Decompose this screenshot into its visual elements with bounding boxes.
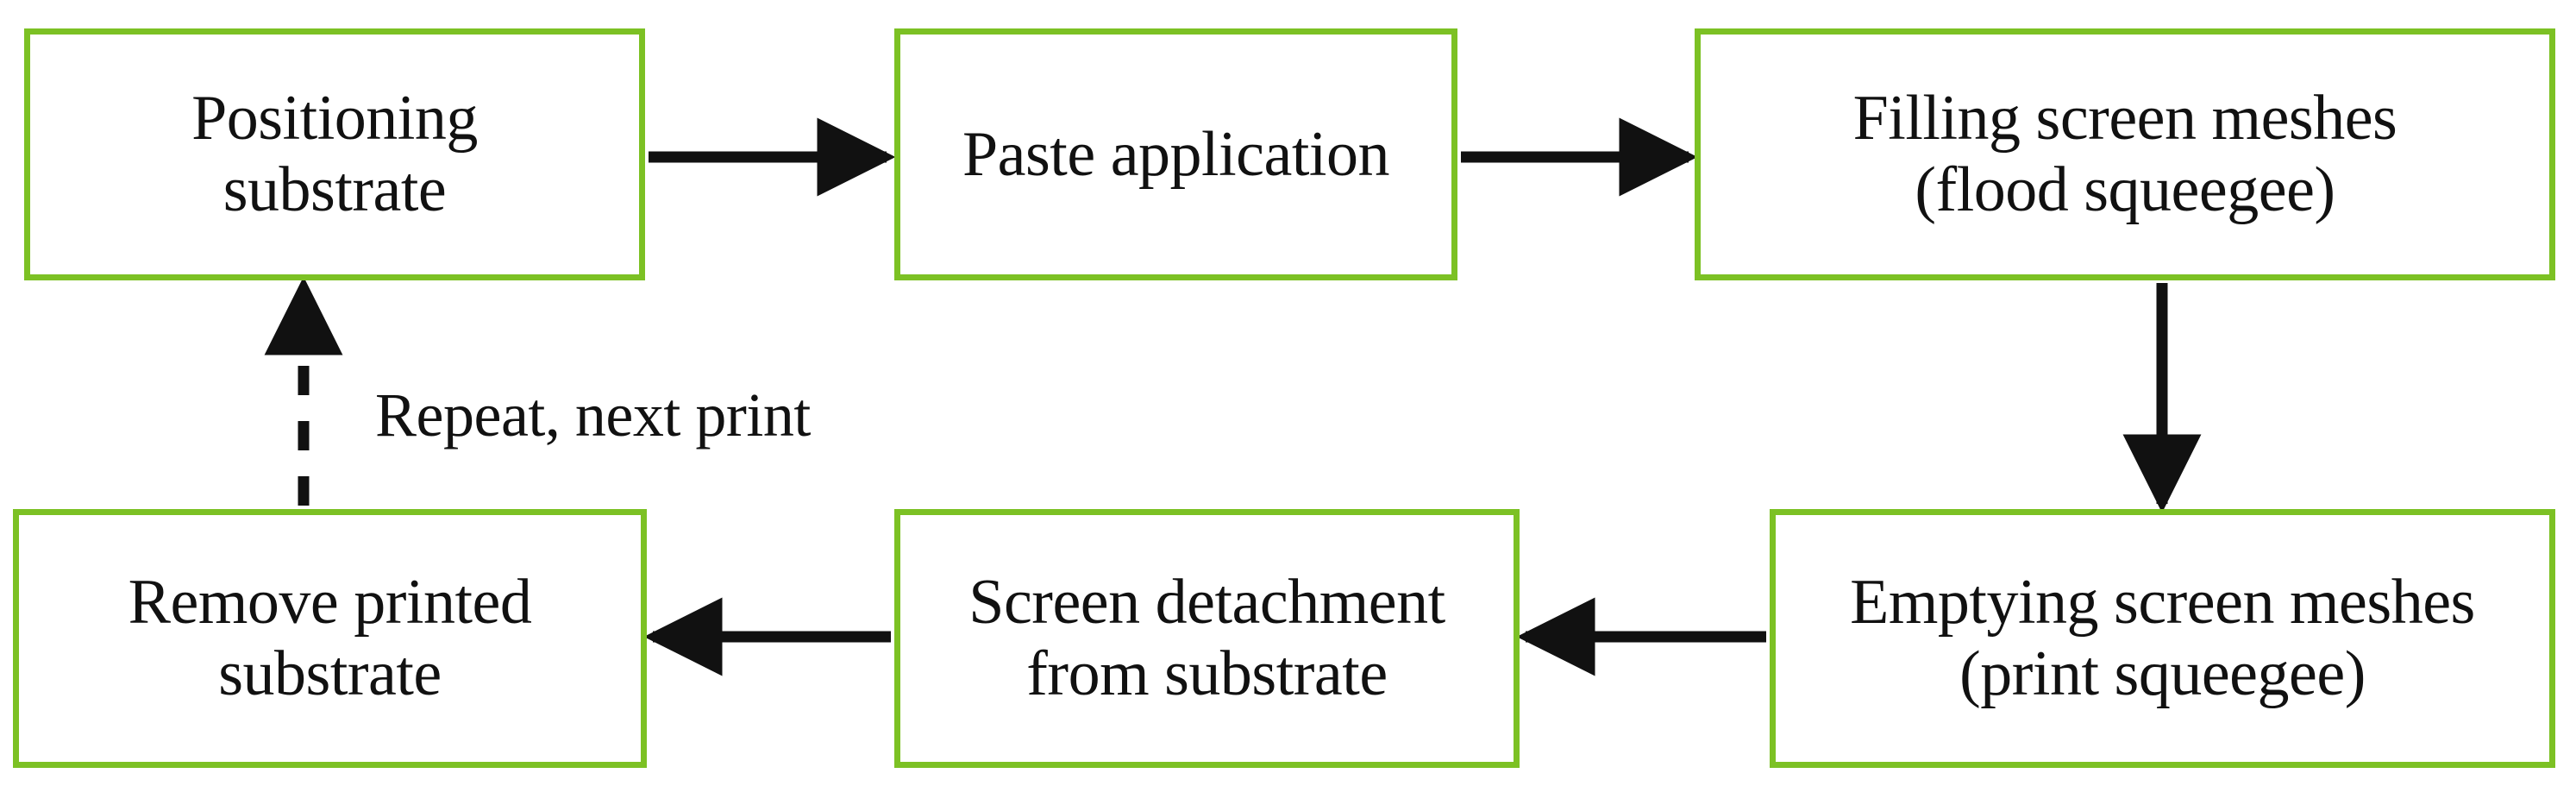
node-remove-printed-substrate[interactable]: Remove printed substrate [13,509,647,768]
node-positioning-substrate[interactable]: Positioning substrate [24,28,645,280]
node-label-positioning-substrate: Positioning substrate [191,83,478,225]
node-emptying-screen-meshes[interactable]: Emptying screen meshes (print squeegee) [1770,509,2555,768]
node-label-screen-detachment: Screen detachment from substrate [968,567,1445,709]
node-screen-detachment[interactable]: Screen detachment from substrate [894,509,1520,768]
node-label-remove-printed-substrate: Remove printed substrate [128,567,532,709]
node-paste-application[interactable]: Paste application [894,28,1457,280]
node-label-paste-application: Paste application [962,118,1389,190]
node-label-filling-screen-meshes: Filling screen meshes (flood squeegee) [1852,83,2397,225]
node-label-emptying-screen-meshes: Emptying screen meshes (print squeegee) [1850,567,2475,709]
node-filling-screen-meshes[interactable]: Filling screen meshes (flood squeegee) [1695,28,2555,280]
edge-label-repeat-next-print: Repeat, next print [375,380,811,450]
